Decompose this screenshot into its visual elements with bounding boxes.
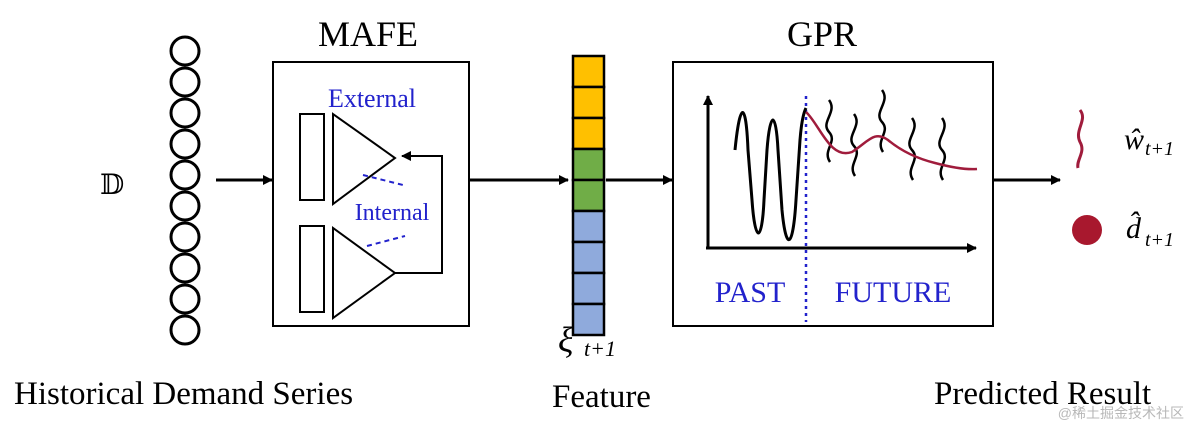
output-w-hat: ŵ (1124, 123, 1144, 156)
feature-cell (571, 209, 606, 244)
feature-cell (571, 85, 606, 120)
feature-cell (571, 271, 606, 306)
external-triangle (332, 112, 397, 206)
external-memory-bar (299, 113, 325, 201)
series-circle (169, 97, 201, 129)
feature-cell (571, 240, 606, 275)
output-caption: Predicted Result (934, 376, 1151, 412)
series-circle (169, 128, 201, 160)
gpr-future-label: FUTURE (835, 276, 952, 309)
feature-subscript: t+1 (584, 336, 616, 361)
mafe-external-label: External (328, 84, 416, 113)
output-d-hat: d̂ (1126, 211, 1142, 245)
uncertainty-squiggle (850, 113, 859, 177)
point-prediction-dot (1072, 215, 1102, 245)
feature-cell (571, 302, 606, 337)
series-circle (169, 159, 201, 191)
series-circle (169, 283, 201, 315)
mafe-title: MAFE (318, 14, 418, 54)
feature-caption: Feature (552, 379, 651, 415)
feature-vector (571, 54, 606, 337)
watermark: @稀土掘金技术社区 (1058, 405, 1184, 421)
feature-cell (571, 116, 606, 151)
gpr-title: GPR (787, 14, 857, 54)
output-d-subscript: t+1 (1145, 229, 1174, 251)
gpr-box (672, 61, 994, 327)
series-circle (169, 314, 201, 346)
feature-cell (571, 54, 606, 89)
input-caption: Historical Demand Series (14, 376, 353, 412)
internal-memory-bar (299, 225, 325, 313)
internal-triangle (332, 226, 397, 320)
series-circle (169, 252, 201, 284)
uncertainty-squiggle (908, 117, 917, 181)
series-circle (169, 35, 201, 67)
series-circle (169, 221, 201, 253)
uncertainty-squiggles (825, 89, 947, 181)
demand-series-circles (169, 35, 201, 346)
internal-dash (366, 235, 406, 247)
uncertainty-squiggle (938, 117, 947, 181)
series-circle (169, 66, 201, 98)
input-symbol: 𝔻 (100, 170, 124, 201)
external-dash (362, 174, 404, 186)
feature-symbol: ξ (558, 320, 574, 360)
feedback-loop-line (395, 151, 443, 274)
mafe-internal-label: Internal (355, 200, 430, 226)
future-mean-curve (805, 111, 978, 171)
feature-cell (571, 147, 606, 182)
past-signal-curve (733, 107, 808, 241)
output-w-subscript: t+1 (1145, 138, 1174, 160)
uncertainty-squiggle (878, 89, 887, 153)
gpr-past-label: PAST (715, 276, 786, 309)
uncertainty-squiggle (825, 99, 834, 163)
feature-cell (571, 178, 606, 213)
distribution-squiggle (1076, 109, 1085, 169)
series-circle (169, 190, 201, 222)
